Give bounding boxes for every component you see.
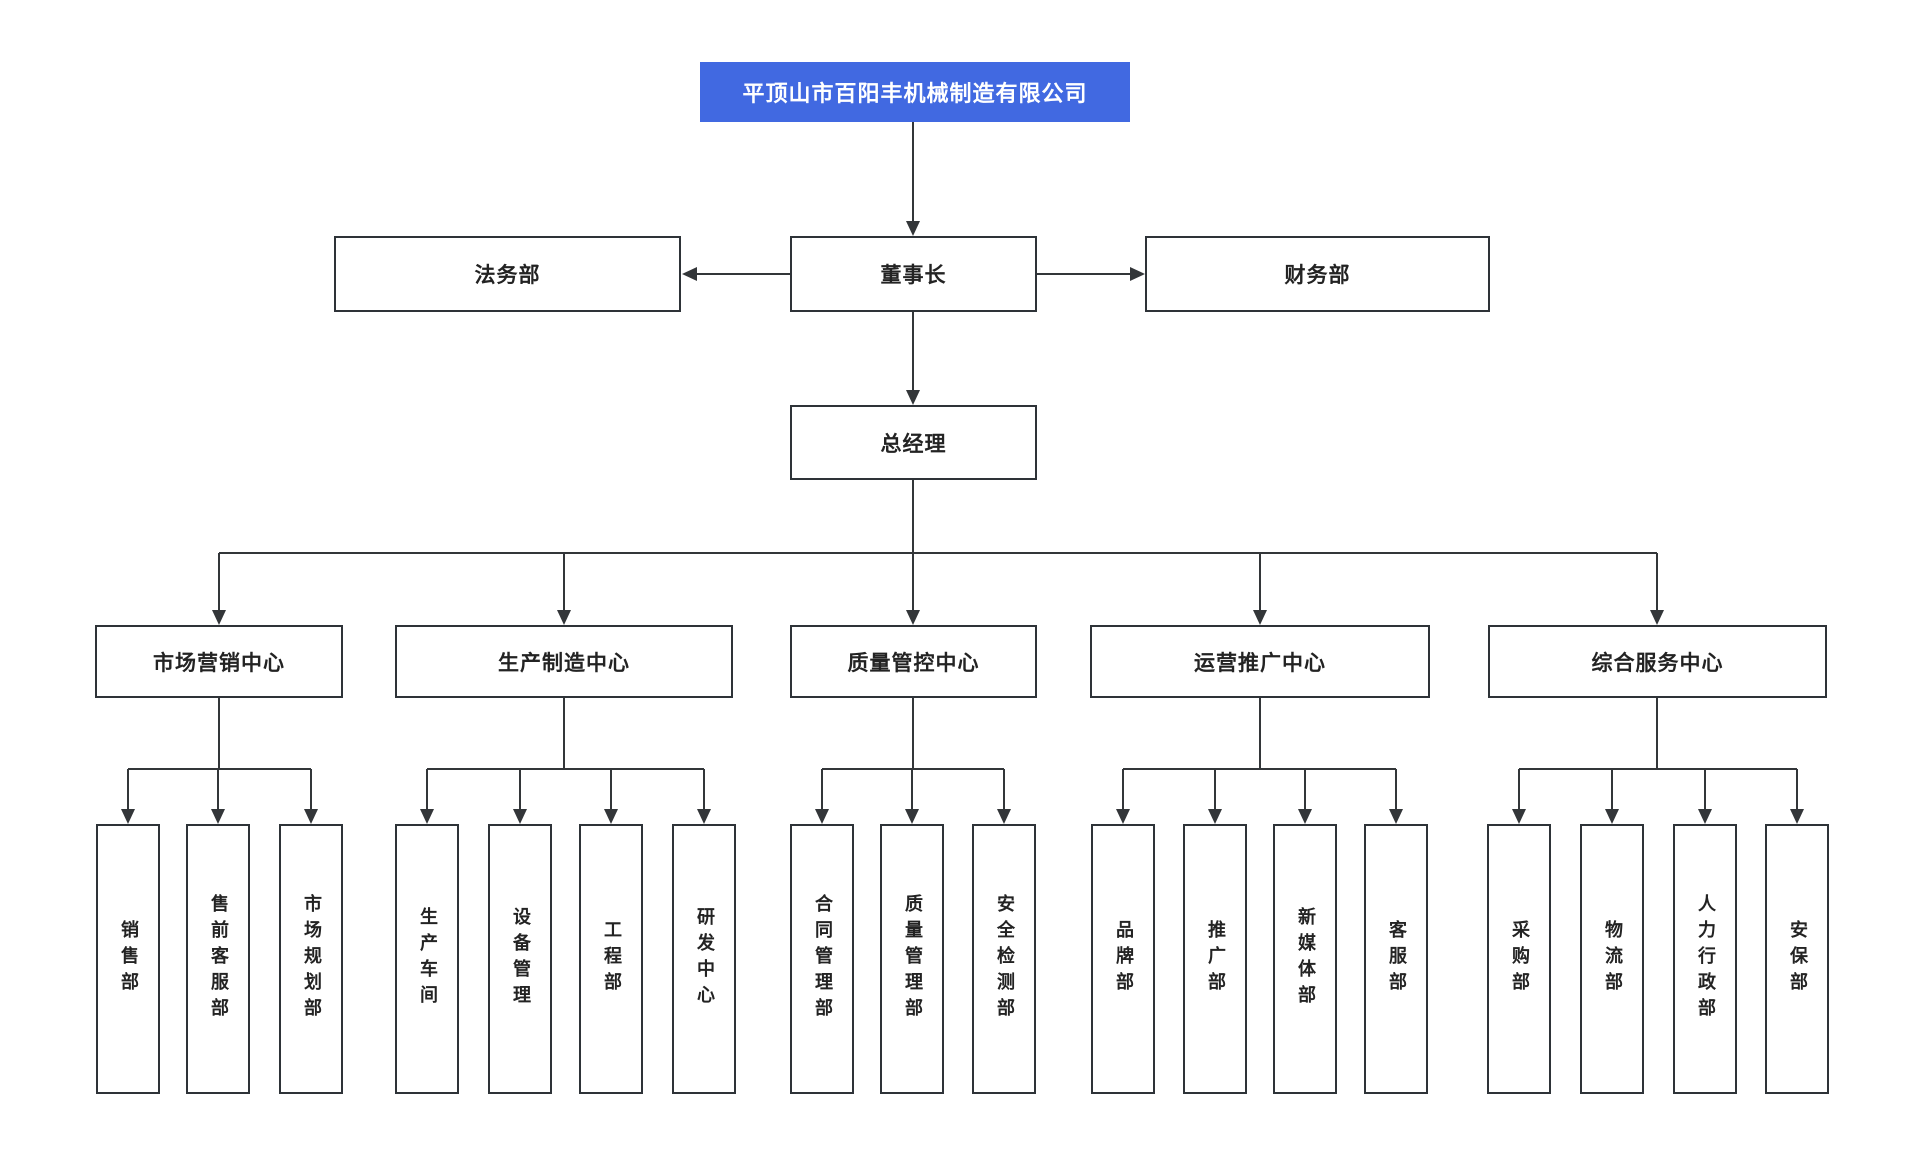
dept-hr-admin-node: 人力行政部 [1673, 824, 1737, 1094]
dept-contract-management-node: 合同管理部 [790, 824, 854, 1094]
center-operations-node: 运营推广中心 [1090, 625, 1430, 698]
general-manager-node: 总经理 [790, 405, 1037, 480]
dept-quality-management-node: 质量管理部 [880, 824, 944, 1094]
dept-new-media-node: 新媒体部 [1273, 824, 1337, 1094]
center-production-node: 生产制造中心 [395, 625, 733, 698]
dept-safety-inspection-node: 安全检测部 [972, 824, 1036, 1094]
center-services-node: 综合服务中心 [1488, 625, 1827, 698]
finance-dept-node: 财务部 [1145, 236, 1490, 312]
dept-engineering-node: 工程部 [579, 824, 643, 1094]
dept-security-node: 安保部 [1765, 824, 1829, 1094]
dept-sales-node: 销售部 [96, 824, 160, 1094]
dept-presales-service-node: 售前客服部 [186, 824, 250, 1094]
dept-production-workshop-node: 生产车间 [395, 824, 459, 1094]
dept-brand-node: 品牌部 [1091, 824, 1155, 1094]
center-quality-node: 质量管控中心 [790, 625, 1037, 698]
dept-logistics-node: 物流部 [1580, 824, 1644, 1094]
dept-promotion-node: 推广部 [1183, 824, 1247, 1094]
legal-dept-node: 法务部 [334, 236, 681, 312]
dept-market-planning-node: 市场规划部 [279, 824, 343, 1094]
dept-equipment-management-node: 设备管理 [488, 824, 552, 1094]
dept-customer-service-node: 客服部 [1364, 824, 1428, 1094]
chairman-node: 董事长 [790, 236, 1037, 312]
company-node: 平顶山市百阳丰机械制造有限公司 [700, 62, 1130, 122]
center-marketing-node: 市场营销中心 [95, 625, 343, 698]
dept-procurement-node: 采购部 [1487, 824, 1551, 1094]
dept-rd-center-node: 研发中心 [672, 824, 736, 1094]
